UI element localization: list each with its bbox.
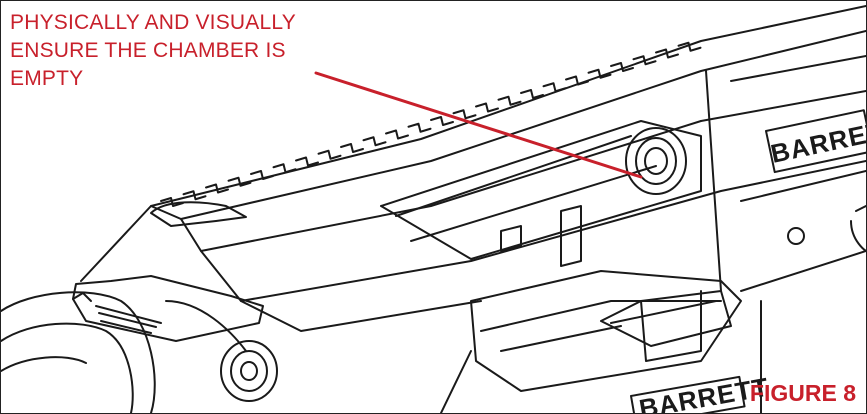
rail-tooth [250,170,274,180]
dust-cover [470,270,742,392]
lower-receiver [440,55,866,413]
rail-tooth [430,116,454,126]
rail-tooth [160,197,184,207]
rail-tooth [227,176,252,187]
rail-tooth [205,183,229,194]
rail-tooth [452,109,477,120]
callout-line-2: ENSURE THE CHAMBER IS [10,39,286,62]
rail-tooth [385,129,409,140]
charging-handle [72,201,264,342]
rail-tooth [295,156,319,167]
rail-tooth [272,163,297,174]
rail-tooth [497,95,522,106]
upper-receiver [80,5,866,332]
rail-tooth [340,143,364,153]
rail-tooth [587,68,612,79]
rail-tooth [362,136,387,147]
rail-tooth [182,190,207,201]
picatinny-rail [160,41,702,207]
rail-tooth [475,102,499,113]
rail-tooth [407,122,432,133]
callout-line-1: PHYSICALLY AND VISUALLY [10,11,296,34]
forward-assist [220,340,278,402]
callout-text: PHYSICALLY AND VISUALLY ENSURE THE CHAMB… [10,9,296,93]
rail-tooth [542,82,567,93]
rail-tooth [632,55,657,66]
figure-label: FIGURE 8 [749,380,856,406]
callout-leader-line [314,71,643,179]
rail-tooth [655,48,679,59]
buffer-tube [1,291,247,413]
ejection-port [380,120,732,362]
callout-line-3: EMPTY [10,67,84,90]
brand-plate-upper: BARRETT [765,109,866,174]
rail-tooth [317,149,342,160]
rail-tooth [520,89,544,99]
chamber-opening [625,127,687,195]
rail-tooth [610,62,634,72]
rail-tooth [565,75,589,86]
rail-tooth [677,41,702,52]
